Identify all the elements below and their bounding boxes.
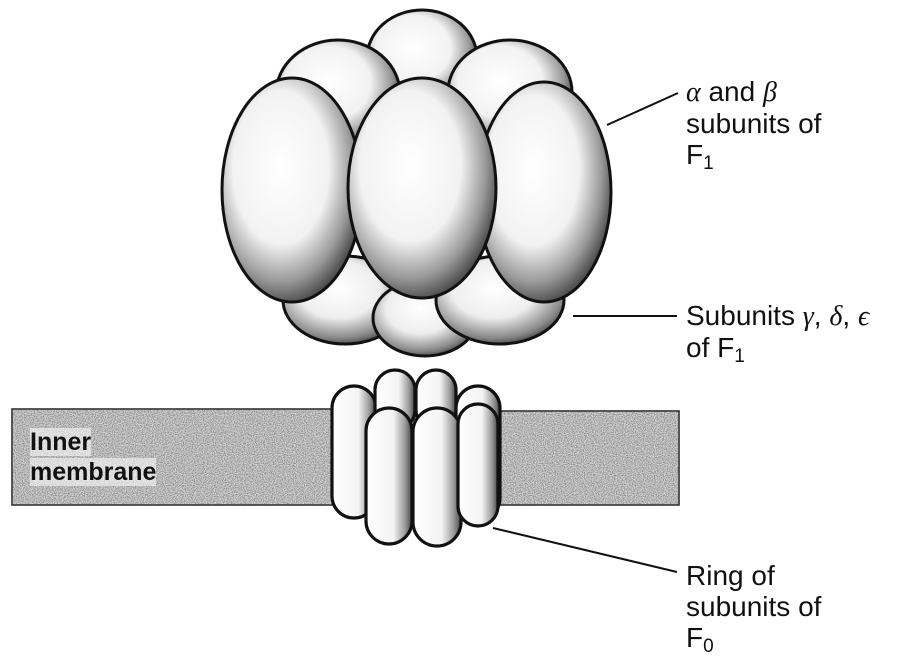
f1-text: F [686,139,703,170]
alpha-beta-line1: α and β [686,76,821,108]
ring-label: Ring of subunits of F0 [686,560,821,653]
delta-symbol: δ [829,301,842,332]
of-f1-text: of F [686,332,734,363]
alpha-beta-line3: F1 [686,139,821,170]
f0-subscript: 0 [703,636,714,657]
beta-symbol: β [763,77,777,108]
f1-head [222,10,611,356]
gamma-symbol: γ [803,301,814,332]
f0-subunit-front-1 [366,408,412,544]
ring-line2: subunits of [686,591,821,622]
gamma-delta-epsilon-label: Subunits γ, δ, ϵ of F1 [686,300,869,363]
alpha-beta-label: α and β subunits of F1 [686,76,821,170]
comma-2: , [842,300,858,331]
comma-1: , [814,300,830,331]
ring-line3: F0 [686,622,821,653]
gde-line2: of F1 [686,332,869,363]
gde-f1-subscript: 1 [734,346,745,367]
epsilon-symbol: ϵ [858,301,869,332]
f0-subunit-front-2 [413,408,461,546]
alpha-beta-line2: subunits of [686,108,821,139]
alpha-symbol: α [686,77,701,108]
gde-line1: Subunits γ, δ, ϵ [686,300,869,332]
subunits-text: Subunits [686,300,803,331]
ring-line1: Ring of [686,560,821,591]
and-text: and [701,76,763,107]
f1-sphere-front-center [348,78,496,298]
leader-alpha-beta [607,93,678,125]
membrane-label-line1: Inner [30,428,91,456]
f1-subscript: 1 [703,153,714,174]
leader-ring [493,528,677,572]
f0-subunit-front-3 [458,404,498,526]
membrane-label-line2: membrane [30,458,156,486]
f0-text: F [686,622,703,653]
f1-sphere-front-left [222,78,362,302]
f0-ring [332,370,500,546]
inner-membrane-label: Inner membrane [30,427,156,487]
